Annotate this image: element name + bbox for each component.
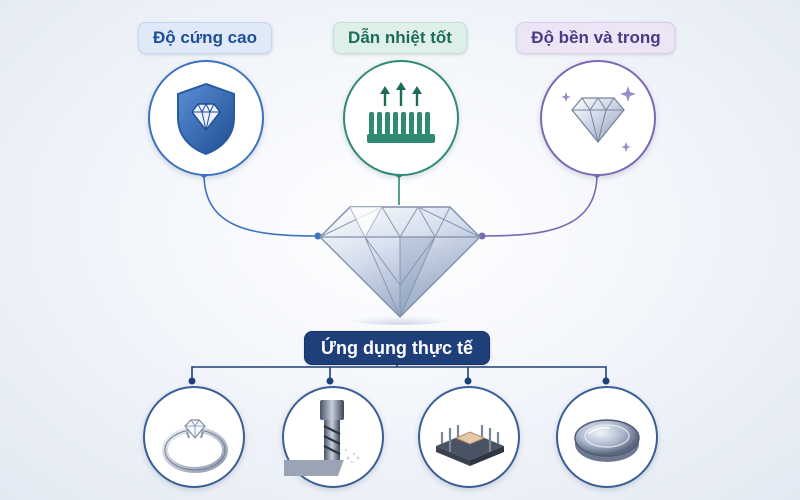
durability-circle	[540, 60, 656, 176]
optical-lens-icon	[574, 419, 640, 462]
application-lens-circle	[556, 386, 658, 488]
connector-dot-chip	[464, 377, 472, 385]
diamond-icon	[319, 206, 481, 325]
drill-bit-icon	[284, 400, 360, 476]
badge-durability-clarity: Độ bền và trong	[516, 22, 676, 54]
connector-dot-durability-gem	[478, 232, 486, 240]
hardness-circle	[148, 60, 264, 176]
diamond-shield-icon	[177, 82, 235, 156]
connector-durability	[481, 173, 598, 237]
application-drill-circle	[282, 386, 384, 488]
application-ring-circle	[143, 386, 245, 488]
badge-thermal-conductivity: Dẫn nhiệt tốt	[333, 22, 467, 54]
connector-dot-drill	[326, 377, 334, 385]
sparkling-diamond-icon	[561, 86, 636, 152]
heat-sink-arrows-icon	[367, 82, 435, 143]
diamond-ring-icon	[162, 419, 228, 473]
connector-dot-lens	[602, 377, 610, 385]
cpu-heatsink-icon	[436, 425, 504, 466]
badge-hardness: Độ cứng cao	[138, 22, 272, 54]
applications-title: Ứng dụng thực tế	[304, 331, 490, 365]
thermal-circle	[343, 60, 459, 176]
application-chip-circle	[418, 386, 520, 488]
connector-dot-hardness-gem	[314, 232, 322, 240]
connector-dot-ring	[188, 377, 196, 385]
connector-hardness	[203, 173, 319, 237]
central-diamond	[310, 195, 490, 325]
connector-applications-tree	[191, 363, 607, 380]
